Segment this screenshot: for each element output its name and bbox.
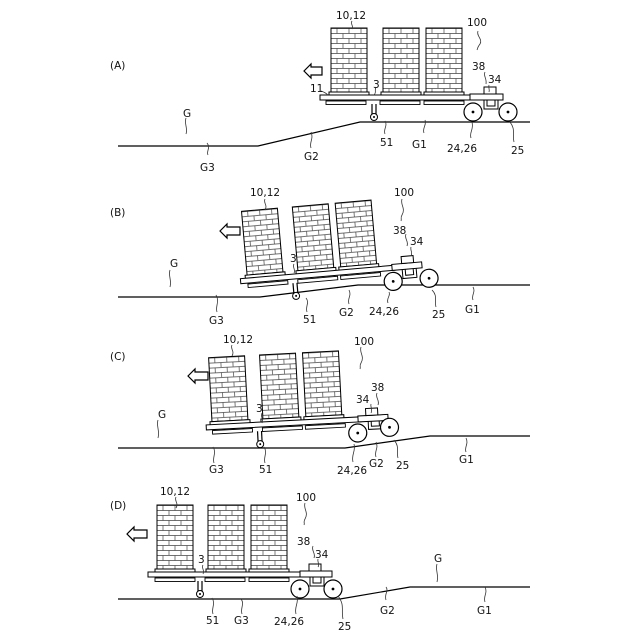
- panel-label: (D): [110, 500, 126, 512]
- wheel-pair-label: 24,26: [447, 143, 477, 155]
- part-25-label: 25: [396, 460, 409, 472]
- load-stack: [207, 351, 344, 425]
- vehicle-label: 100: [354, 336, 374, 348]
- panel-b: (B): [110, 187, 530, 327]
- part-38-label: 38: [371, 382, 384, 394]
- ground-g2-label: G2: [369, 458, 384, 470]
- part-38-label: 38: [472, 61, 485, 73]
- part-25-label: 25: [338, 621, 351, 633]
- part-34-label: 34: [315, 549, 329, 561]
- vehicle-label: 100: [394, 187, 414, 199]
- load-label: 10,12: [160, 486, 190, 498]
- part-38-label: 38: [393, 225, 406, 237]
- part-51-label: 51: [380, 137, 393, 149]
- load-label: 10,12: [250, 187, 280, 199]
- ground-g2-label: G2: [380, 605, 395, 617]
- ground-g-label: G: [158, 409, 166, 421]
- part-34-label: 34: [488, 74, 502, 86]
- ground-g3-label: G3: [209, 315, 224, 327]
- ground-g1-label: G1: [465, 304, 480, 316]
- load-stack: [155, 505, 289, 573]
- ground-g2-label: G2: [304, 151, 319, 163]
- part-3-label: 3: [198, 554, 205, 566]
- ground-g-label: G: [170, 258, 178, 270]
- load-stack: [329, 28, 464, 96]
- part-3-label: 3: [290, 253, 297, 265]
- panel-label: (C): [110, 351, 126, 363]
- load-label: 10,12: [223, 334, 253, 346]
- ground-g2-label: G2: [339, 307, 354, 319]
- direction-arrow: [220, 224, 240, 238]
- ground-line: [118, 436, 530, 448]
- part-3-label: 3: [256, 403, 263, 415]
- ground-g1-label: G1: [477, 605, 492, 617]
- wheel-pair-label: 24,26: [274, 616, 304, 628]
- ground-g1-label: G1: [412, 139, 427, 151]
- direction-arrow: [127, 527, 147, 541]
- part-51-label: 51: [259, 464, 272, 476]
- panel-d: (D): [110, 486, 530, 633]
- part-25-label: 25: [432, 309, 445, 321]
- direction-arrow: [188, 369, 208, 383]
- panel-c: (C): [110, 334, 530, 477]
- ground-g3-label: G3: [200, 162, 215, 174]
- ground-g-label: G: [434, 553, 442, 565]
- part-11-label: 11: [310, 83, 323, 95]
- part-3-label: 3: [373, 79, 380, 91]
- part-34-label: 34: [356, 394, 370, 406]
- part-51-label: 51: [206, 615, 219, 627]
- part-38-label: 38: [297, 536, 310, 548]
- vehicle-label: 100: [296, 492, 316, 504]
- ground-g3-label: G3: [234, 615, 249, 627]
- vehicle-label: 100: [467, 17, 487, 29]
- part-51-label: 51: [303, 314, 316, 326]
- transport-vehicle: [203, 348, 400, 450]
- ground-g-label: G: [183, 108, 191, 120]
- load-label: 10,12: [336, 10, 366, 22]
- part-25-label: 25: [511, 145, 524, 157]
- panel-label: (B): [110, 207, 125, 219]
- wheel-pair-label: 24,26: [337, 465, 367, 477]
- wheel-pair-label: 24,26: [369, 306, 399, 318]
- part-34-label: 34: [410, 236, 424, 248]
- panel-label: (A): [110, 60, 125, 72]
- ground-g1-label: G1: [459, 454, 474, 466]
- load-stack: [240, 200, 379, 279]
- ground-g3-label: G3: [209, 464, 224, 476]
- panel-a: (A): [110, 10, 530, 174]
- direction-arrow: [304, 64, 322, 78]
- ground-line: [118, 285, 530, 297]
